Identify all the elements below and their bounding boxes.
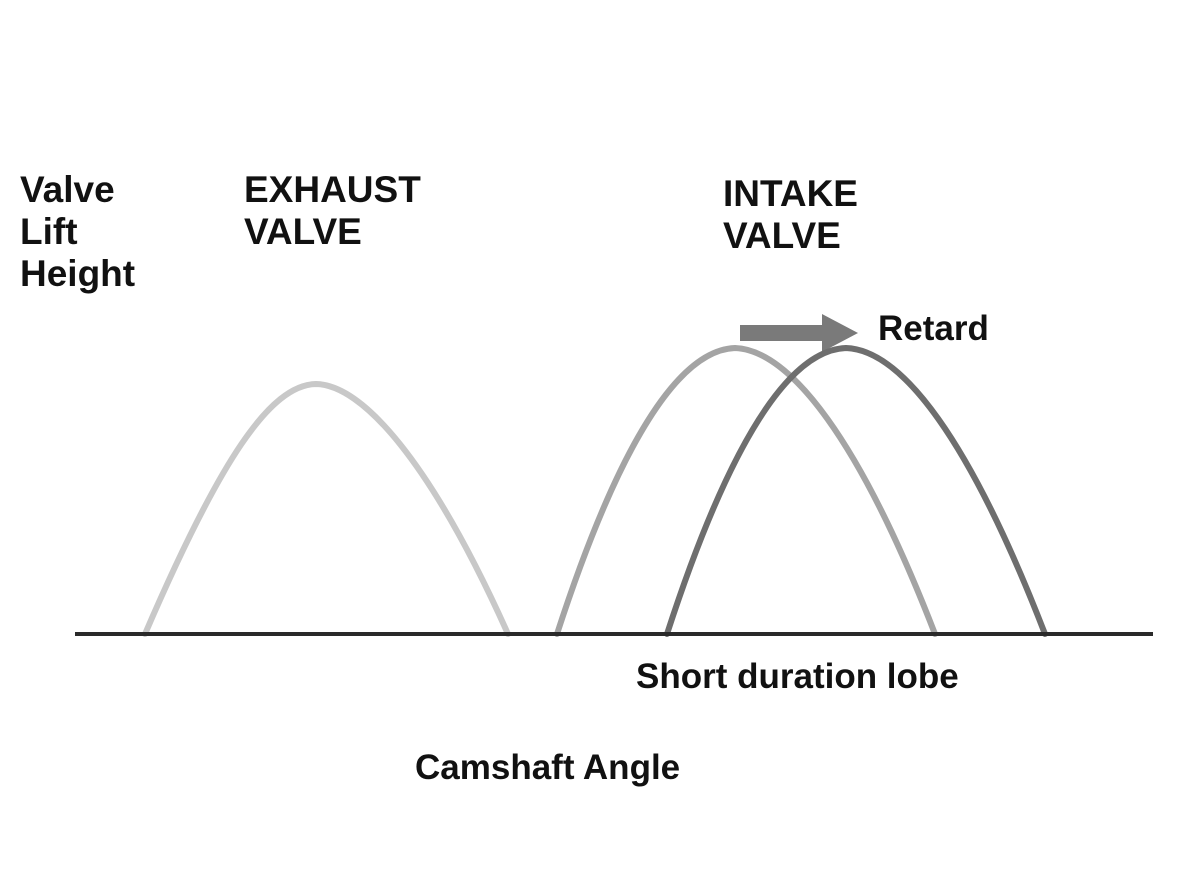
retard-arrow-shaft [740,325,826,341]
intake-label-line-1: INTAKE [723,173,858,214]
y-axis-label-line-1: Valve [20,169,115,210]
exhaust-label-line-2: VALVE [244,211,362,252]
exhaust-label-line-1: EXHAUST [244,169,421,210]
exhaust-lift-curve [142,380,511,637]
intake-valve-label: INTAKE VALVE [723,173,858,256]
intake-label-line-2: VALVE [723,215,841,256]
short-duration-lobe-label: Short duration lobe [636,657,959,696]
y-axis-label-line-3: Height [20,253,135,294]
retard-arrow-head [822,314,858,352]
x-axis-label: Camshaft Angle [415,748,680,787]
retard-arrow [740,314,858,352]
y-axis-label: Valve Lift Height [20,169,135,294]
retard-label: Retard [878,309,989,348]
intake-retarded-lift-curve [664,344,1048,637]
exhaust-valve-label: EXHAUST VALVE [244,169,421,252]
y-axis-label-line-2: Lift [20,211,78,252]
intake-original-lift-curve [554,344,938,637]
